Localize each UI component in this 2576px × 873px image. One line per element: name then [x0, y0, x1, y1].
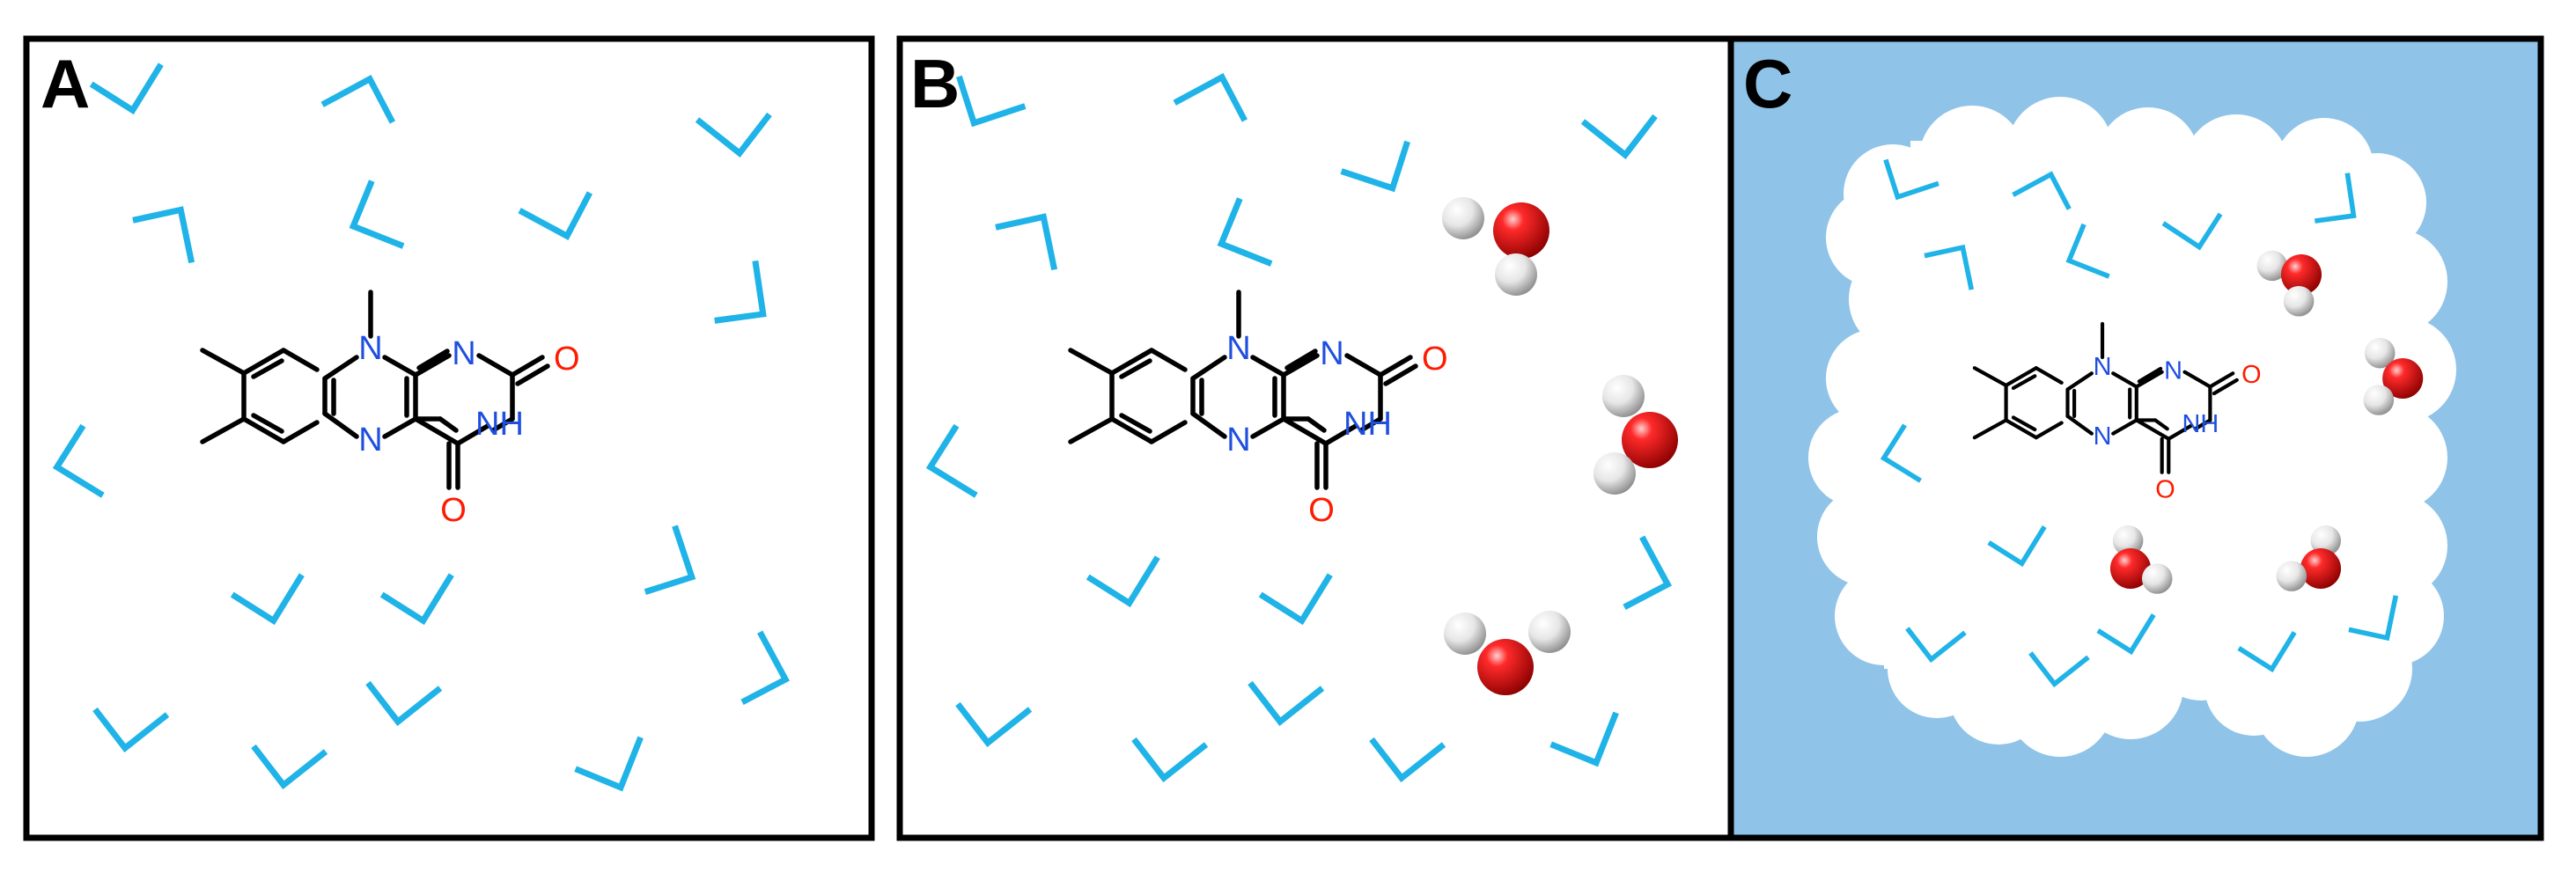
panel-a-label: A: [40, 45, 90, 122]
solvent-cavity: [1808, 97, 2456, 757]
water-molecule-icon: [2109, 525, 2173, 594]
panel-c: C: [1727, 35, 2544, 841]
panel-b: B: [896, 35, 1748, 841]
panel-c-label: C: [1743, 45, 1792, 122]
panel-a: A: [23, 35, 875, 841]
water-molecule-icon: [2276, 525, 2342, 591]
panel-b-frame: [896, 35, 1748, 841]
water-molecule-icon: [2363, 337, 2424, 415]
water-molecule-icon: [2256, 250, 2322, 317]
water-molecule-icon: [1593, 375, 1678, 495]
water-molecule-icon: [1444, 611, 1571, 695]
panel-b-label: B: [910, 45, 960, 122]
water-molecule-icon: [1442, 197, 1549, 296]
